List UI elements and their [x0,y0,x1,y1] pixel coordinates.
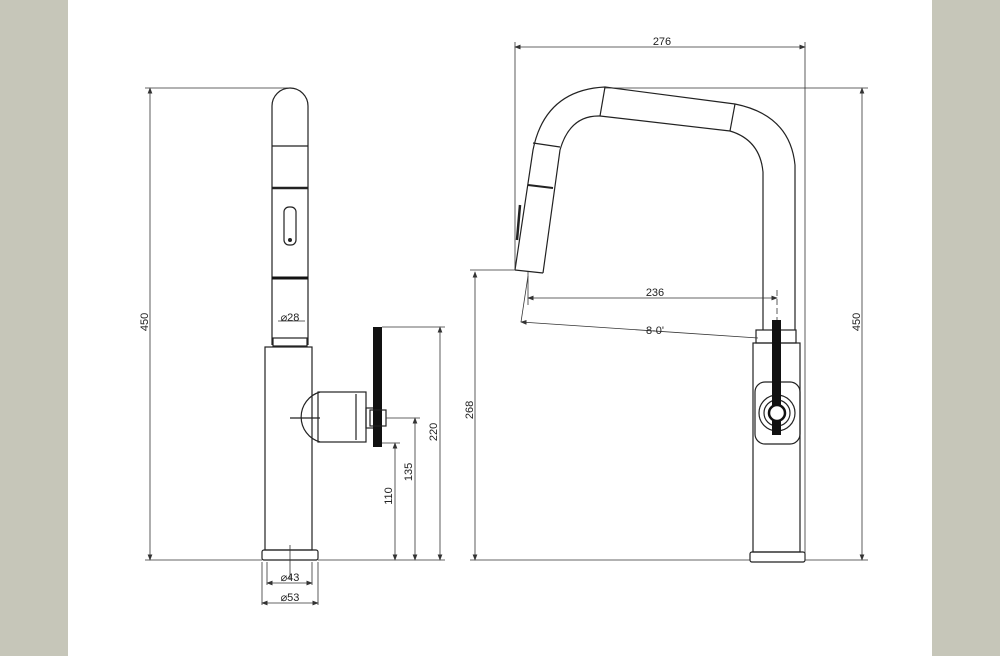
dim-base-outer: ⌀53 [281,592,300,604]
spout-collar [272,337,308,347]
handle-hub [300,391,321,443]
dim-front-height: 450 [139,313,151,331]
pullout-spray-head [271,87,309,345]
handle-cylinder [317,391,367,443]
lever-handle [772,320,781,435]
dim-handle-bottom: 110 [383,487,395,505]
dim-width: 276 [653,36,671,48]
dim-base-inner: ⌀43 [281,572,300,584]
faucet-body [264,346,313,551]
front-view: 450 220 135 110 ⌀28 ⌀43 ⌀53 [139,87,445,606]
lever-handle [373,327,382,447]
dim-handle-height: 220 [428,423,440,441]
dim-spout-diameter: ⌀28 [281,312,300,324]
dim-swivel-angle: 8·0' [646,325,664,337]
dim-handle-axis: 135 [403,463,415,481]
left-frame-border [0,0,68,656]
right-frame-border [932,0,1000,656]
dim-side-height: 450 [851,313,863,331]
dim-outlet-height: 268 [464,401,476,419]
spout-inner [542,115,764,330]
faucet-base [749,551,806,563]
spray-button [283,206,297,246]
dim-reach: 236 [646,287,664,299]
side-view: 276 450 268 236 8·0' [464,36,868,563]
